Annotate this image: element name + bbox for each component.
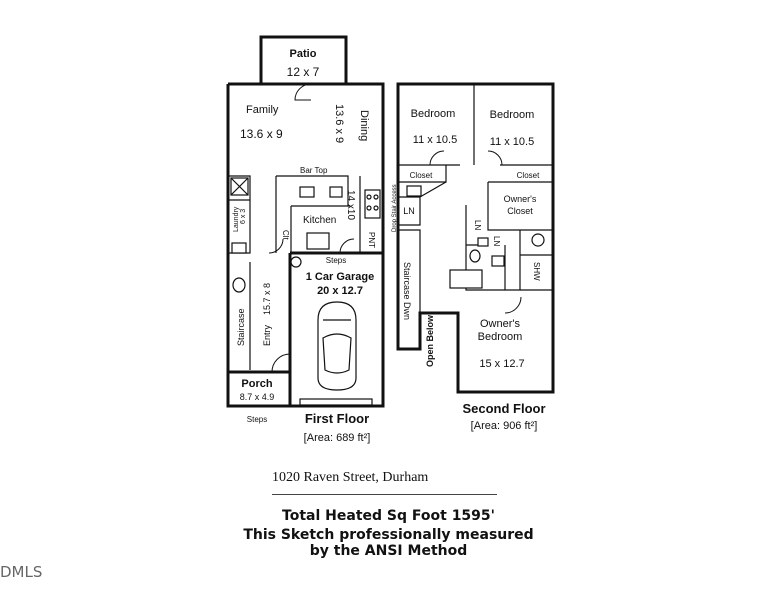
ln-left-walls <box>398 181 447 226</box>
closet-shelf-icon <box>406 185 422 197</box>
second-floor-outline <box>396 82 555 394</box>
refrigerator-icon <box>306 232 330 250</box>
bedroom-left-label: Bedroom <box>411 108 456 120</box>
address-underline <box>272 494 497 495</box>
shw-label: SHW <box>532 262 541 281</box>
kitchen-label: Kitchen <box>303 215 336 226</box>
dining-label: Dining <box>358 110 370 141</box>
open-below-label: Open Below <box>425 314 435 367</box>
shower-walls <box>520 254 554 291</box>
bedroom-right-door <box>487 150 503 166</box>
owners-bedroom-line1: Owner's <box>480 318 520 330</box>
sink-icon <box>299 186 315 198</box>
garage-dims: 20 x 12.7 <box>317 285 363 297</box>
steps-upper-label: Steps <box>326 256 346 265</box>
toilet-owner-icon <box>531 233 545 247</box>
garage-label: 1 Car Garage <box>306 271 374 283</box>
bedroom-left-door <box>429 150 445 166</box>
pantry-door <box>339 238 355 254</box>
watermark-logo: DMLS <box>0 563 43 581</box>
first-floor-plan: Patio 12 x 7 Family 13.6 x 9 Dining 13.6… <box>226 35 385 444</box>
ln-left-label: LN <box>403 206 415 216</box>
kitchen-walls <box>275 175 383 254</box>
property-address: 1020 Raven Street, Durham <box>272 470 429 485</box>
second-floor-area: [Area: 906 ft²] <box>471 420 538 432</box>
first-floor-area: [Area: 689 ft²] <box>304 432 371 444</box>
ln-mid2-label: LN <box>492 236 501 246</box>
family-label: Family <box>246 104 279 116</box>
owners-closet-walls <box>487 181 553 231</box>
clt-label: Clt <box>281 230 290 241</box>
owners-bedroom-door <box>504 296 522 314</box>
steps-lower-label: Steps <box>247 415 267 424</box>
sink-small-icon <box>231 242 247 254</box>
bedroom-left-dims: 11 x 10.5 <box>413 134 457 146</box>
kitchen-dims: 14 x10 <box>345 190 356 220</box>
family-dims: 13.6 x 9 <box>240 127 283 141</box>
bar-top-label: Bar Top <box>300 166 328 175</box>
bathtub-icon <box>449 269 483 289</box>
laundry-label: Laundry <box>233 206 240 232</box>
first-floor-title: First Floor <box>305 411 369 426</box>
entry-label: Entry <box>262 324 272 346</box>
water-heater-icon <box>290 256 302 268</box>
closet-left-label: Closet <box>410 171 433 180</box>
patio-dims: 12 x 7 <box>287 65 320 79</box>
dining-dims: 13.6 x 9 <box>333 104 345 143</box>
porch-dims: 8.7 x 4.9 <box>240 392 275 402</box>
owners-closet-line2: Closet <box>507 206 533 216</box>
staircase-walls <box>398 229 421 313</box>
car-icon <box>317 301 357 391</box>
toilet-upstairs-icon <box>469 249 481 263</box>
owners-bedroom-dims: 15 x 12.7 <box>479 358 524 370</box>
staircase-dwn-label: Staircase Dwn <box>402 262 412 320</box>
porch-label: Porch <box>241 378 272 390</box>
owners-bedroom-line2: Bedroom <box>478 331 523 343</box>
patio-label: Patio <box>290 48 317 60</box>
pnt-label: PNT <box>367 232 376 248</box>
laundry-dims: 6 x 3 <box>240 209 247 224</box>
entry-dims: 15.7 x 8 <box>262 283 272 315</box>
dishwasher-icon <box>329 186 343 198</box>
bedroom-right-label: Bedroom <box>490 109 535 121</box>
patio-door <box>294 83 312 101</box>
bedroom-right-dims: 11 x 10.5 <box>490 136 534 148</box>
drop-stair-label: Drop Stair Access <box>392 184 398 232</box>
measurement-note-line1: This Sketch professionally measured <box>243 527 534 543</box>
garage-door <box>299 398 373 406</box>
vanity-icon <box>477 237 489 247</box>
second-floor-title: Second Floor <box>462 401 545 416</box>
sink-upstairs-icon <box>491 255 505 267</box>
staircase-label: Staircase <box>236 308 246 346</box>
stove-icon <box>364 189 381 219</box>
ln-mid-label: LN <box>473 220 482 230</box>
second-floor-plan: Bedroom 11 x 10.5 Bedroom 11 x 10.5 Clos… <box>392 82 555 432</box>
front-door <box>271 353 291 373</box>
toilet-icon <box>232 277 246 293</box>
owners-closet-line1: Owner's <box>504 194 537 204</box>
closet-door <box>268 238 284 254</box>
total-heated-sqft: Total Heated Sq Foot 1595' <box>282 508 495 524</box>
measurement-note-line2: by the ANSI Method <box>309 543 468 559</box>
closet-right-label: Closet <box>517 171 540 180</box>
